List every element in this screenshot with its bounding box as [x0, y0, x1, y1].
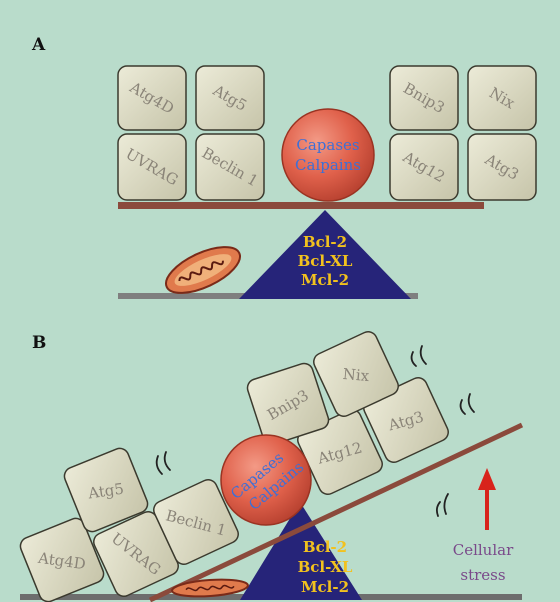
motion-marks-icon	[155, 345, 475, 517]
pivot-label-b-3: Mcl-2	[301, 578, 349, 596]
block-b-nix	[313, 331, 399, 417]
mitochondrion-icon-b	[171, 578, 249, 598]
fulcrum-b	[240, 502, 362, 600]
block-b-atg5	[63, 447, 149, 533]
pivot-label-a-1: Bcl-2	[303, 233, 347, 251]
block-a-beclin1	[195, 133, 265, 201]
balance-beam-a	[118, 202, 484, 209]
balance-beam-b	[148, 422, 524, 602]
pivot-label-a-3: Mcl-2	[301, 271, 349, 289]
pivot-label-a-2: Bcl-XL	[298, 252, 353, 270]
mitochondrion-icon-a	[165, 246, 241, 294]
block-a-uvrag	[117, 133, 187, 201]
panel-b-label: B	[32, 333, 46, 353]
block-a-bnip3	[389, 65, 459, 131]
caspases-calpains-sphere-b	[220, 434, 312, 526]
block-b-atg5-label: Atg5	[86, 480, 125, 503]
panel-a: A Bcl-2 Bcl-XL Mcl-2 Atg4D Atg5 UVRAG Be…	[31, 35, 537, 299]
block-b-nix-label: Nix	[342, 365, 370, 385]
block-a-atg4d	[117, 65, 187, 131]
panel-a-label: A	[31, 35, 46, 55]
pivot-label-b-2: Bcl-XL	[298, 558, 353, 576]
stress-label-1: Cellular	[453, 541, 514, 559]
pivot-label-b-1: Bcl-2	[303, 538, 347, 556]
sphere-a-label-2: Calpains	[295, 156, 361, 174]
block-b-beclin1	[153, 479, 239, 565]
stress-label-2: stress	[460, 566, 505, 584]
caspases-calpains-sphere-a	[281, 108, 375, 202]
block-b-bnip3	[246, 362, 330, 446]
fulcrum-a	[239, 210, 411, 299]
stress-arrow-icon	[478, 468, 496, 490]
panel-b: B Bcl-2 Bcl-XL Mcl-2 Atg4D UVRAG Atg5	[19, 331, 524, 602]
block-a-nix	[467, 65, 537, 131]
block-b-atg4d	[19, 517, 105, 602]
block-a-atg5	[195, 65, 265, 131]
block-a-atg12	[389, 133, 459, 201]
block-a-atg3	[467, 133, 537, 201]
sphere-a-label-1: Capases	[296, 136, 359, 154]
